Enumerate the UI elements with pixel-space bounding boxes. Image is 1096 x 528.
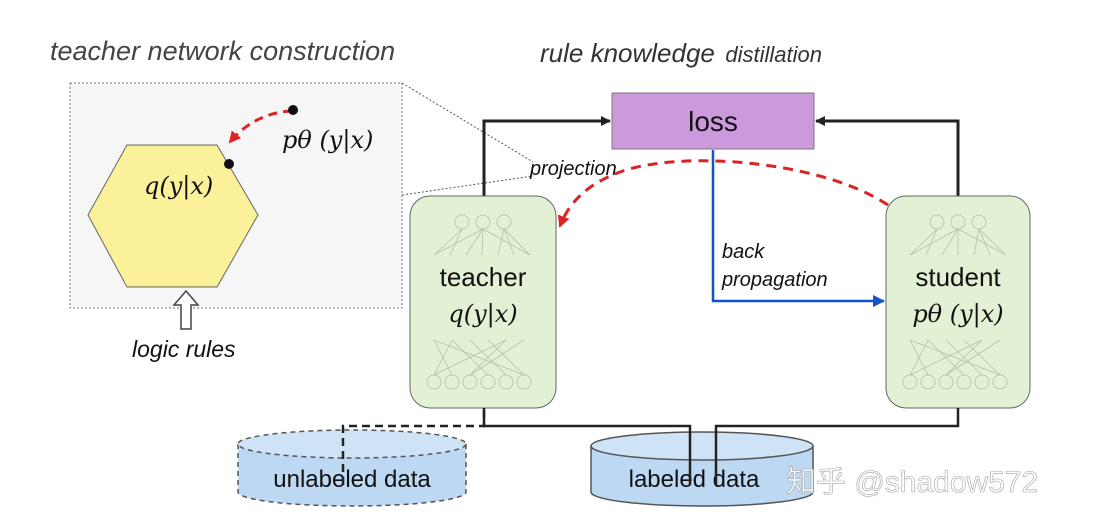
- p-theta-point: [288, 105, 298, 115]
- heading-rule-knowledge: rule knowledge: [540, 38, 715, 68]
- q-point: [224, 159, 234, 169]
- heading-distillation: distillation: [725, 42, 822, 67]
- unlabeled-data-store: unlabeled data: [237, 429, 467, 507]
- student-label: student: [915, 262, 1001, 292]
- hexagon-q-label: q(y|x): [144, 172, 213, 201]
- teacher-to-labeled-connector: [482, 408, 692, 485]
- labeled-data-cylinder-top: [590, 431, 814, 461]
- loss-label: loss: [688, 106, 738, 137]
- loss-box: [611, 92, 815, 150]
- heading-rule-knowledge-distillation: rule knowledge distillation: [540, 38, 822, 68]
- back-propagation-arrow: [711, 150, 885, 307]
- distillation-arrow: [557, 159, 889, 228]
- student-network: student pθ (y|x): [885, 195, 1031, 409]
- propagation-label: propagation: [721, 269, 828, 291]
- logic-rules-arrow-icon: [172, 289, 200, 330]
- teacher-label: teacher: [440, 262, 527, 292]
- teacher-neural-net-icon: [426, 214, 532, 390]
- panel-p-theta-label: pθ (y|x): [282, 126, 373, 155]
- student-to-loss-connector: [815, 116, 960, 196]
- back-label: back: [722, 241, 765, 263]
- rule-constrained-hexagon: [87, 144, 259, 288]
- projection-line-top: [401, 82, 534, 163]
- teacher-q-label: q(y|x): [448, 300, 517, 329]
- student-neural-net-icon: [902, 214, 1008, 390]
- unlabeled-data-cylinder-top: [237, 429, 467, 459]
- unlabeled-data-label: unlabeled data: [273, 466, 431, 493]
- labeled-data-cylinder-body: [590, 446, 814, 507]
- watermark: 知乎 @shadow572: [786, 466, 1038, 499]
- projection-line-bottom: [401, 175, 534, 196]
- logic-rules-label: logic rules: [132, 336, 236, 362]
- projection-arrow-inner: [228, 109, 293, 144]
- student-p-label: pθ (y|x): [912, 300, 1003, 329]
- student-to-labeled-connector: [714, 408, 960, 485]
- teacher-network: teacher q(y|x): [409, 195, 557, 409]
- teacher-to-loss-connector: [482, 116, 611, 196]
- labeled-data-label: labeled data: [629, 466, 760, 493]
- projection-label: projection: [529, 158, 617, 180]
- heading-teacher-network-construction: teacher network construction: [50, 36, 395, 66]
- labeled-data-store: labeled data: [590, 431, 814, 507]
- unlabeled-data-cylinder-body: [237, 444, 467, 507]
